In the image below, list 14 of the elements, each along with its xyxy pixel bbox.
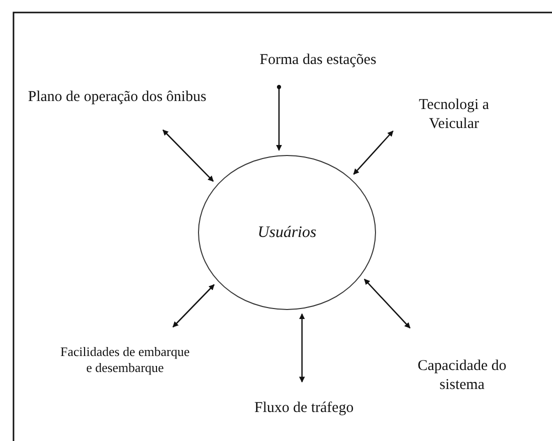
node-label: Usuários [258,222,316,242]
node-label: Forma das estações [258,50,378,70]
node-label: Tecnologi a Veicular [418,96,490,134]
double-arrow [299,313,305,383]
node-label: Fluxo de tráfego [253,398,355,418]
node-label: Plano de operação dos ônibus [28,88,208,106]
double-arrow [364,278,410,328]
double-arrow [162,130,214,182]
double-arrow [353,130,394,175]
arrow [276,84,282,151]
node-label: Capacidade do sistema [416,357,508,395]
ellipse-node [198,155,376,310]
node-label: Facilidades de embarque e desembarque [60,344,190,376]
double-arrow [172,284,215,328]
